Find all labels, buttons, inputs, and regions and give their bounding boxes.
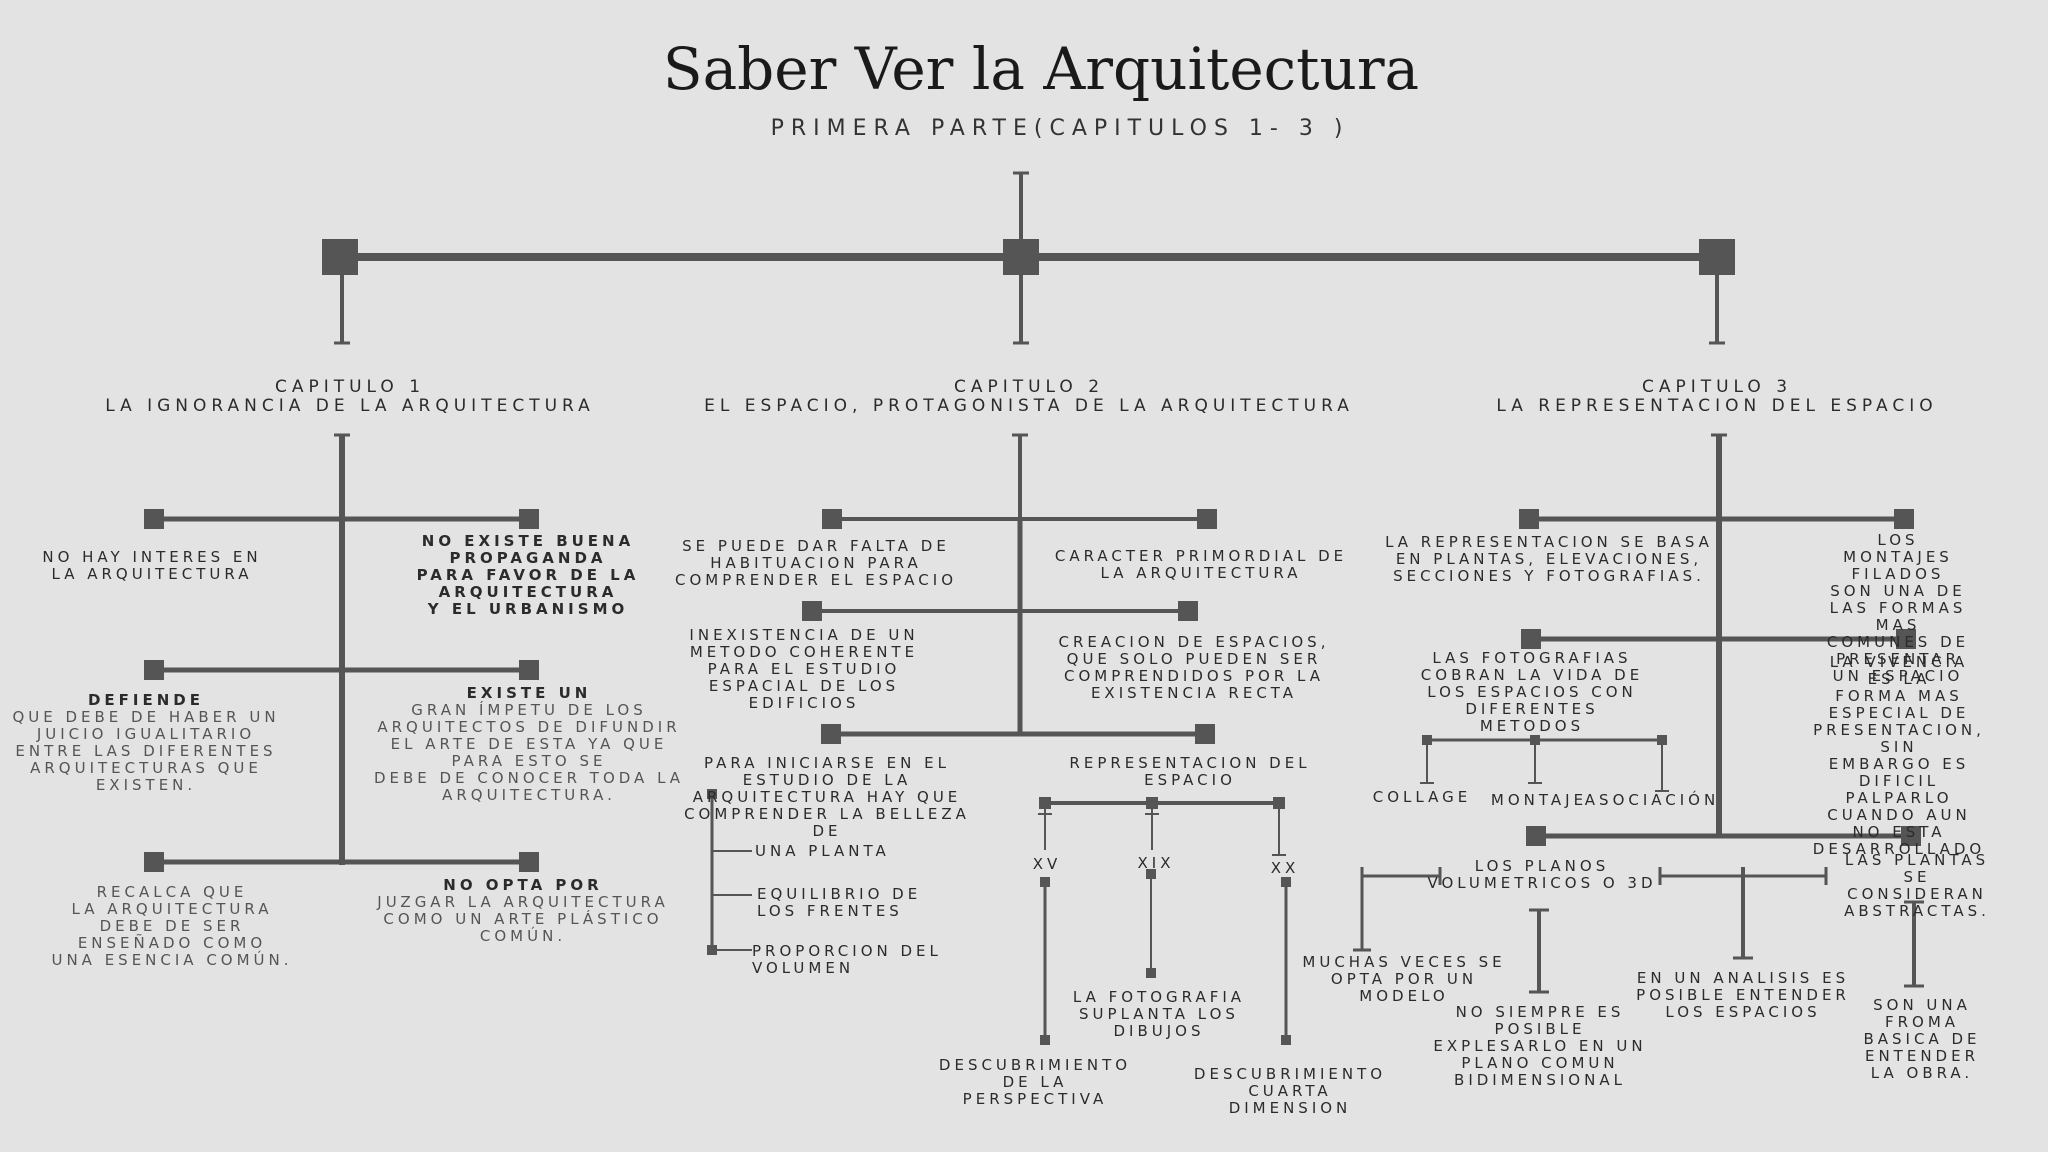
ch3-sub-no-siempre: NO SIEMPRE ES POSIBLE EXPLESARLO EN UN P…	[1433, 1003, 1647, 1089]
top-node-right	[1699, 239, 1735, 275]
ch1-node-defiende-title: DEFIENDE	[87, 691, 205, 709]
ch2-node-iniciarse: PARA INICIARSE EN EL ESTUDIO DE LA ARQUI…	[684, 754, 970, 840]
chapter-3-heading: CAPITULO 3	[1641, 377, 1793, 397]
ch2-item-proporcion: PROPORCION DEL VOLUMEN	[752, 942, 942, 977]
ch3-sub-analisis: EN UN ANALISIS ES POSIBLE ENTENDER LOS E…	[1636, 969, 1850, 1021]
top-node-left	[322, 239, 358, 275]
chapter-3-subheading: LA REPRESENTACION DEL ESPACIO	[1496, 396, 1938, 416]
ch3-sub-froma-basica: SON UNA FROMA BASICA DE ENTENDER LA OBRA…	[1863, 996, 1981, 1082]
ch1-node-no-opta: JUZGAR LA ARQUITECTURA COMO UN ARTE PLÁS…	[377, 893, 669, 945]
ch1-node-no-opta-title: NO OPTA POR	[443, 876, 603, 894]
ch2-century-note-fotografia: LA FOTOGRAFIA SUPLANTA LOS DIBUJOS	[1072, 988, 1246, 1040]
ch2-century-xv: XV	[1032, 855, 1062, 873]
ch1-node-recalca: RECALCA QUE LA ARQUITECTURA DEBE DE SER …	[51, 883, 293, 969]
ch3-item-collage: COLLAGE	[1372, 788, 1472, 806]
page-subtitle: PRIMERA PARTE(CAPITULOS 1- 3 )	[770, 116, 1350, 141]
ch3-node-planos: LOS PLANOS VOLUMETRICOS O 3D	[1427, 857, 1657, 892]
ch1-node-existe: GRAN ÍMPETU DE LOS ARQUITECTOS DE DIFUND…	[373, 701, 685, 804]
ch2-item-equilibrio: EQUILIBRIO DE LOS FRENTES	[757, 885, 922, 920]
ch1-node-no-interes: NO HAY INTERES EN LA ARQUITECTURA	[42, 548, 262, 583]
top-node-center	[1003, 239, 1039, 275]
ch3-node-vivencia: LA VIVENCIA ES LA FORMA MAS ESPECIAL DE …	[1812, 653, 1986, 858]
ch3-item-montaje: MONTAJE	[1490, 791, 1588, 809]
ch2-item-planta: UNA PLANTA	[755, 842, 890, 860]
page-title: Saber Ver la Arquitectura	[662, 35, 1420, 103]
ch3-node-plantas: LAS PLANTAS SE CONSIDERAN ABSTRACTAS.	[1844, 851, 1990, 920]
ch2-node-primordial: CARACTER PRIMORDIAL DE LA ARQUITECTURA	[1054, 547, 1348, 582]
ch1-node-propaganda: NO EXISTE BUENA PROPAGANDA PARA FAVOR DE…	[416, 532, 640, 618]
ch3-node-representacion: LA REPRESENTACION SE BASA EN PLANTAS, EL…	[1385, 533, 1713, 585]
ch1-node-existe-title: EXISTE UN	[466, 684, 592, 702]
ch2-node-creacion: CREACION DE ESPACIOS, QUE SOLO PUEDEN SE…	[1058, 633, 1330, 702]
ch2-century-xix: XIX	[1137, 854, 1175, 872]
chapter-1-heading: CAPITULO 1	[274, 377, 426, 397]
ch3-node-montajes: LOS MONTAJES FILADOS SON UNA DE LAS FORM…	[1826, 531, 1970, 685]
ch1-node-defiende: QUE DEBE DE HABER UN JUICIO IGUALITARIO …	[12, 708, 280, 794]
ch3-item-asociacion: ASOCIACIÓN	[1584, 791, 1720, 809]
ch2-node-representacion: REPRESENTACION DEL ESPACIO	[1069, 754, 1311, 789]
chapter-2-subheading: EL ESPACIO, PROTAGONISTA DE LA ARQUITECT…	[704, 396, 1354, 416]
ch2-century-note-perspectiva: DESCUBRIMIENTO DE LA PERSPECTIVA	[938, 1056, 1132, 1108]
ch3-sub-modelo: MUCHAS VECES SE OPTA POR UN MODELO	[1302, 953, 1506, 1005]
ch2-century-xx: XX	[1270, 859, 1300, 877]
ch2-century-note-cuarta: DESCUBRIMIENTO CUARTA DIMENSION	[1193, 1065, 1387, 1117]
chapter-1-subheading: LA IGNORANCIA DE LA ARQUITECTURA	[105, 396, 595, 416]
ch2-node-habituacion: SE PUEDE DAR FALTA DE HABITUACION PARA C…	[675, 537, 957, 589]
ch2-node-metodo: INEXISTENCIA DE UN METODO COHERENTE PARA…	[689, 626, 919, 712]
chapter-2-heading: CAPITULO 2	[953, 377, 1105, 397]
ch3-node-fotografias: LAS FOTOGRAFIAS COBRAN LA VIDA DE LOS ES…	[1420, 649, 1644, 735]
